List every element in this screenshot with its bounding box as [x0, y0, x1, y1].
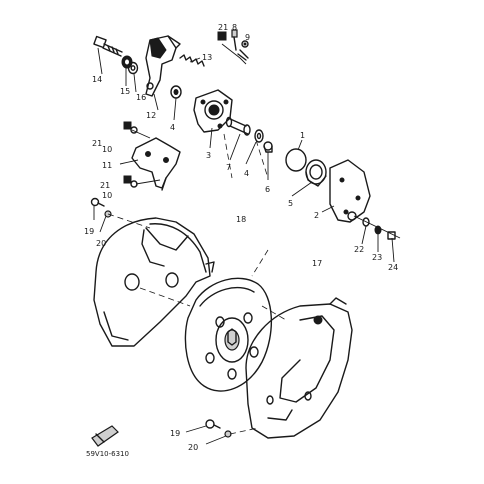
nut-part	[123, 121, 151, 139]
callout-1: 1	[300, 131, 305, 140]
bearing-part	[170, 85, 182, 99]
callout-7: 7	[226, 163, 231, 172]
callout-22: 22	[354, 245, 364, 254]
callout-16: 16	[136, 93, 146, 102]
callout-14: 14	[92, 75, 102, 84]
callout-20-lower: 20	[188, 443, 198, 452]
brake-disc-part	[184, 277, 272, 392]
callout-6: 6	[265, 185, 270, 194]
callout-12: 12	[146, 111, 156, 120]
callout-13: 13	[202, 53, 212, 62]
callout-2: 2	[314, 211, 319, 220]
lever-arm-part	[145, 35, 181, 97]
cap-part	[263, 141, 273, 153]
brake-panel-part	[245, 297, 353, 439]
cover-part	[329, 159, 371, 223]
callout-11: 11	[102, 161, 112, 170]
nut-part	[123, 175, 161, 188]
callout-3: 3	[206, 151, 211, 160]
callout-17: 17	[312, 259, 322, 268]
bracket-part	[131, 137, 181, 191]
nut-part	[217, 31, 227, 41]
shaft-part	[225, 116, 251, 136]
callout-21-middle: 21	[92, 139, 102, 148]
washer-part	[121, 55, 133, 69]
callout-5: 5	[288, 199, 293, 208]
seal-ring-part	[285, 148, 307, 172]
screw-part	[90, 197, 105, 207]
tool-icon	[91, 425, 119, 447]
washer-part	[241, 40, 249, 48]
callout-21-lower: 21	[100, 181, 110, 190]
callout-20-upper: 20	[96, 239, 106, 248]
callout-10-lower: 10	[102, 191, 112, 200]
bushing-part	[305, 159, 327, 187]
callout-18: 18	[236, 215, 246, 224]
housing-part	[193, 89, 233, 133]
bolt-part	[231, 29, 238, 51]
callout-9: 9	[245, 33, 250, 42]
spring-part	[179, 54, 205, 67]
callout-15: 15	[120, 87, 130, 96]
drawing-code: 59V10-6310	[86, 450, 129, 458]
callout-19-upper: 19	[84, 227, 94, 236]
washer-part	[127, 61, 139, 75]
callout-8: 8	[232, 23, 237, 32]
callout-23: 23	[372, 253, 382, 262]
screw-part	[205, 419, 221, 429]
callout-19-lower: 19	[170, 429, 180, 438]
callout-4-upper: 4	[170, 123, 175, 132]
callout-21-top: 21	[218, 23, 228, 32]
callout-4-middle: 4	[244, 169, 249, 178]
washer-part	[254, 129, 264, 143]
callout-10-upper: 10	[102, 145, 112, 154]
bolt-part	[93, 35, 123, 57]
backing-plate-part	[93, 217, 215, 347]
callout-24: 24	[388, 263, 398, 272]
